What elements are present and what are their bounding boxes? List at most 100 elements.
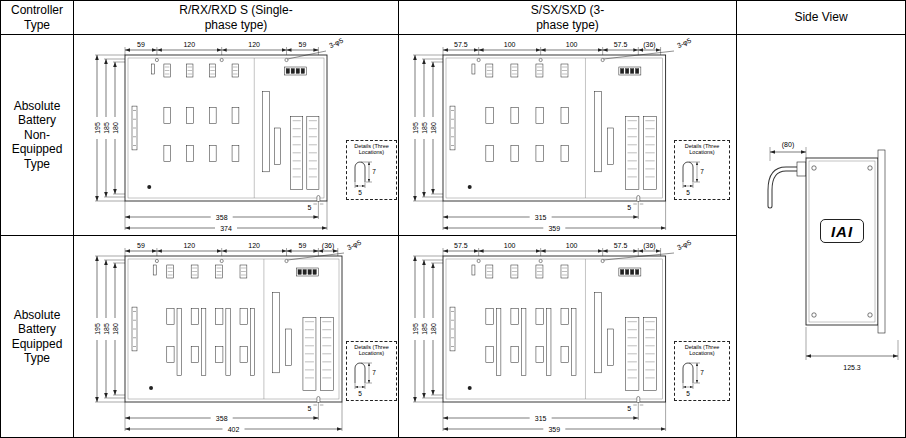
axis-connector: [209, 64, 215, 77]
connector-pin: [562, 275, 567, 276]
port: [620, 270, 624, 275]
io-connector: [626, 317, 639, 390]
terminal-block: [536, 309, 544, 325]
port: [301, 69, 305, 74]
dimension-line: [106, 139, 107, 197]
dimension-line: [157, 251, 222, 252]
connector-pin: [241, 271, 246, 272]
connector-pin: [628, 369, 637, 370]
mounting-hole: [477, 259, 480, 262]
connector-pin: [628, 120, 637, 121]
connector-pin: [188, 74, 193, 75]
connector-pin: [133, 311, 136, 312]
switch-block: [286, 329, 292, 366]
connector-pin: [133, 110, 136, 111]
dimension-label: 120: [247, 41, 261, 48]
axis-connector: [164, 64, 170, 77]
connector-strip: [450, 106, 455, 150]
ground-screw: [147, 185, 151, 189]
connector-pin: [305, 321, 314, 322]
connector-pin: [512, 271, 517, 272]
slot-dimension-tick: [320, 405, 324, 406]
slot-outline: [683, 162, 693, 182]
extension-line: [361, 363, 372, 364]
extension-line: [443, 248, 444, 256]
port: [308, 270, 312, 275]
terminal-block: [511, 108, 519, 124]
port: [625, 270, 629, 275]
port: [313, 270, 317, 275]
io-connector: [643, 317, 656, 390]
terminal-block: [187, 146, 194, 162]
connector-pin: [309, 160, 317, 161]
dimension-line: [125, 429, 223, 430]
callout-box: Details (Three Locations)75: [674, 140, 730, 200]
aux-connector: [201, 309, 205, 376]
dimension-label: 180: [430, 322, 437, 336]
dimension-line: [287, 251, 319, 252]
dimension-label: 120: [247, 242, 261, 249]
dimension-line: [415, 256, 416, 318]
connector-pin: [537, 268, 542, 269]
terminal-block: [209, 108, 216, 124]
connector-pin: [217, 275, 222, 276]
dimension-label: 315: [534, 214, 548, 221]
dimension-label: 57.5: [613, 242, 629, 249]
cable: [770, 169, 799, 206]
axis-connector: [187, 64, 193, 77]
connector-pin: [451, 136, 454, 137]
dimension-label: 3-φ5: [345, 238, 363, 251]
dimension-line: [125, 251, 157, 252]
extension-line: [689, 162, 700, 163]
connector-pin: [305, 337, 314, 338]
connector-pin: [645, 377, 654, 378]
connector-pin: [322, 353, 331, 354]
connector-pin: [512, 74, 517, 75]
connector-pin: [562, 271, 567, 272]
slot-outline: [355, 162, 365, 182]
extension-line: [95, 256, 125, 257]
row-header-cell: Absolute Battery Equipped Type: [0, 235, 74, 438]
extension-line: [125, 47, 126, 55]
dimension-line: [369, 363, 370, 383]
connector-pin: [192, 271, 197, 272]
terminal-block: [486, 146, 494, 162]
extension-line: [125, 248, 126, 256]
cable-plug: [797, 162, 806, 176]
unit-frame: [446, 58, 663, 198]
connector-pin: [645, 144, 654, 145]
note-label: Details (Three Locations): [676, 344, 728, 357]
dimension-line: [415, 340, 416, 402]
extension-line: [478, 47, 479, 55]
dimension-line: [424, 340, 425, 398]
dimension-line: [355, 186, 365, 187]
connector-pin: [133, 346, 136, 347]
connector-strip: [132, 106, 137, 150]
unit-body: [443, 256, 666, 402]
io-connector: [320, 317, 333, 390]
panel-divider: [585, 259, 586, 399]
connector-pin: [309, 144, 317, 145]
extension-line: [104, 260, 125, 261]
connector-pin: [309, 128, 317, 129]
connector-pin: [645, 361, 654, 362]
dimension-line: [115, 139, 116, 194]
connector-pin: [233, 74, 238, 75]
connector-pin: [322, 345, 331, 346]
terminal-block: [240, 309, 247, 325]
housing-frame: [809, 161, 875, 322]
terminal-block: [216, 347, 223, 363]
connector-pin: [133, 337, 136, 338]
extension-line: [602, 248, 603, 256]
connector-pin: [293, 136, 301, 137]
connector-pin: [645, 152, 654, 153]
connector-pin: [645, 176, 654, 177]
mounting-slot: [637, 196, 640, 201]
axis-connector: [232, 64, 238, 77]
dimension-line: [318, 251, 337, 252]
extension-line: [286, 248, 287, 256]
dimension-label: 5: [685, 391, 691, 398]
dimension-line: [125, 418, 211, 419]
dimension-label: 185: [103, 322, 110, 336]
